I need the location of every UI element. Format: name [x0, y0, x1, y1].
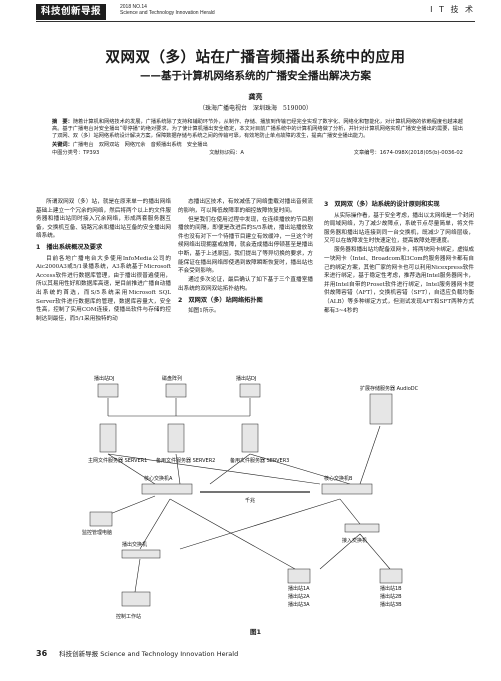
keywords-label: 关键词： [52, 141, 73, 148]
keywords: 关键词：广播电台 双网双站 网络冗余 音频播出系统 安全播出 [52, 142, 463, 149]
node-label: 播出站1B [380, 585, 402, 592]
classification-line: 中图分类号：TP393 文献标识码：A 文章编号：1674-098X(2018)… [52, 150, 463, 157]
abstract: 摘 要：随着计算机和网络技术的发展，广播系统除了支持和辅助环节外，从制作、存储、… [52, 119, 463, 157]
section-heading: 1 播出系统概况及要求 [36, 243, 103, 251]
node-label: 扩展存储服务器 AudioDC [360, 385, 419, 392]
section-heading: 2 双网双（多）站网络拓扑图 [178, 296, 263, 304]
node-label: 备用文件服务器 SERVER2 [156, 457, 215, 464]
node-label: 播出站1A [288, 585, 310, 592]
trunk-label: 千兆 [245, 497, 255, 504]
paragraph: 如图1所示。 [188, 308, 220, 315]
node-label: 磁盘阵列 [162, 375, 182, 382]
paragraph: 但是我们在使用过程中发现，在连续播放的节目剧播放的间隔，即便是改进后的S/5系统… [178, 216, 313, 275]
paragraph: 服务器和播出站均配备双网卡，将两块网卡绑定，虚拟成一块网卡（Intel、Broa… [324, 247, 474, 314]
node-label: 监控管理电脑 [82, 529, 112, 536]
article-subtitle: ——基于计算机网络系统的广播安全播出解决方案 [140, 70, 371, 82]
document-code: 文献标识码：A [209, 149, 244, 156]
abstract-body: 摘 要：随着计算机和网络技术的发展，广播系统除了支持和辅助环节外，从制作、存储、… [52, 119, 463, 141]
figure-links [107, 398, 391, 593]
node-label: 播出站DJ [236, 375, 256, 382]
paragraph: 态播出区技术，有效减低了网络重载对播出音频流的影响，可以降低故障率的细控故障恢复… [178, 199, 313, 214]
abstract-label: 摘 要： [52, 119, 73, 125]
figure-icons [89, 383, 403, 607]
section-tag: I T 技 术 [430, 5, 475, 14]
node-label: 接入交换机 [342, 537, 367, 544]
abstract-text: 随着计算机和网络技术的发展，广播系统除了支持和辅助环节外，从制作、存储、播放到传… [52, 119, 463, 140]
node-label: 备用文件服务器 SERVER3 [230, 457, 289, 464]
node-label: 核心交换机B [324, 475, 353, 482]
figure-caption: 图1 [249, 628, 262, 636]
footer-journal: 科技创新导报 Science and Technology Innovation… [59, 650, 239, 658]
figure-labels: 播出站DJ 磁盘阵列 播出站DJ 主网文件服务器 SERVER1 备用文件服务器… [82, 375, 419, 620]
paragraph: 目前各地广播电台大多使用InfoMedia公司的Aic2000A3或5/1录播系… [36, 255, 171, 322]
article-number: 文章编号：1674-098X(2018)05(b)-0036-02 [353, 149, 463, 156]
section-heading: 3 双网双（多）站系统的设计原则和实现 [324, 201, 440, 208]
journal-name: 科技创新导报 [36, 4, 107, 20]
author: 龚亮 [248, 92, 263, 101]
column-2: 态播出区技术，有效减低了网络重载对播出音频流的影响，可以降低故障率的细控故障恢复… [178, 198, 313, 316]
issue-info: 2018 NO.14 Science and Technology Innova… [120, 4, 215, 16]
article-title: 双网双（多）站在广播音频播出系统中的应用 [105, 50, 406, 66]
node-label: 播出交换机 [122, 541, 147, 548]
column-1: 所谓双网双（多）站，就是在原来单一的播出网络基础上建立一个冗余的网络，然后将两个… [36, 198, 171, 324]
journal-english-name: Science and Technology Innovation Herald [120, 10, 215, 16]
keywords-text: 广播电台 双网双站 网络冗余 音频播出系统 安全播出 [72, 141, 208, 148]
paragraph: 通过多次论证，最后确认了如下基于三个直播室播出系统的双网双站拓扑结构。 [178, 277, 313, 292]
node-label: 核心交换机A [144, 475, 173, 482]
page-header: 科技创新导报 2018 NO.14 Science and Technology… [0, 0, 501, 22]
node-label: 主网文件服务器 SERVER1 [88, 457, 147, 464]
issue-number: 2018 NO.14 [120, 4, 147, 10]
node-label: 播出站DJ [94, 375, 114, 382]
node-label: 播出站3B [380, 601, 402, 608]
page-number: 36 [36, 648, 48, 658]
node-label: 播出站2B [380, 593, 402, 600]
node-label: 控制工作站 [116, 613, 141, 620]
paragraph: 所谓双网双（多）站，就是在原来单一的播出网络基础上建立一个冗余的网络，然后将两个… [36, 199, 171, 240]
column-3: 3 双网双（多）站系统的设计原则和实现 从实际操作看，基于安全考虑，播出以太网络… [324, 198, 474, 316]
page-footer: 36 科技创新导报 Science and Technology Innovat… [36, 648, 475, 659]
network-topology-figure: 播出站DJ 磁盘阵列 播出站DJ 主网文件服务器 SERVER1 备用文件服务器… [82, 375, 419, 620]
node-label: 播出站2A [288, 593, 310, 600]
classification-number: 中图分类号：TP393 [52, 149, 100, 156]
paragraph: 从实际操作看，基于安全考虑，播出以太网络是一个封闭的局域网络，为了减少故障点，系… [324, 212, 474, 245]
node-label: 播出站3A [288, 601, 310, 608]
affiliation: （珠海广播电视台 深圳珠海 519000） [199, 105, 312, 112]
header-rule [36, 21, 475, 22]
